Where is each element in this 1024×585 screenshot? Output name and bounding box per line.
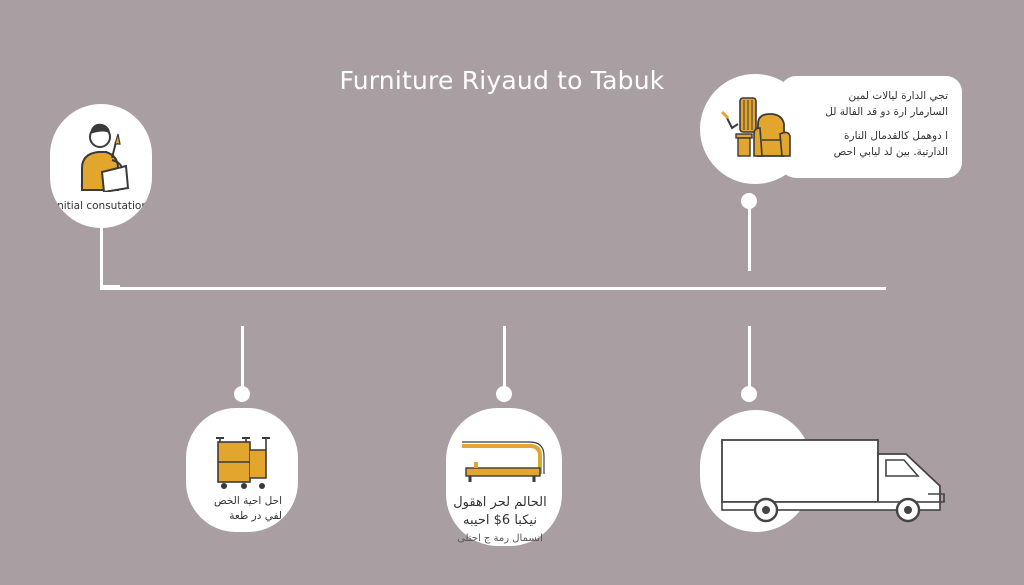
bench-text: الحالم لحر اهقول نيكبا 6$ احيبه انسمال ر… <box>440 494 560 548</box>
connector-bottom-1 <box>241 326 244 392</box>
connector-dot-top-right <box>741 193 757 209</box>
bench-icon <box>460 440 546 484</box>
person-writing-icon <box>72 112 132 192</box>
info-card-text: تجي الدارة ليالات لمين السارمار ارة دو ق… <box>800 88 948 160</box>
connector-dot-bottom-2 <box>496 386 512 402</box>
bench-line: الحالم لحر اهقول <box>453 495 547 510</box>
armchair-lamp-icon <box>718 94 794 164</box>
connector-dot-bottom-1 <box>234 386 250 402</box>
connector-left-vertical <box>100 226 103 288</box>
bench-line: انسمال رمة ج احتلى <box>457 533 543 544</box>
timeline-horizontal <box>100 287 886 290</box>
connector-bottom-3 <box>748 326 751 392</box>
step-label: Initial consutation <box>53 200 149 212</box>
info-line: الدارتية. بين لد ليابي احص <box>833 146 948 158</box>
step-info-card: تجي الدارة ليالات لمين السارمار ارة دو ق… <box>780 76 962 178</box>
step-initial-consultation: Initial consutation <box>50 104 152 228</box>
cart-line: احل احية الخص <box>214 495 282 507</box>
cart-trolley-icon <box>214 434 272 490</box>
info-line: تجي الدارة ليالات لمين <box>848 90 948 102</box>
connector-top-right <box>748 195 751 271</box>
cart-line: لفي در طعة <box>229 510 282 522</box>
info-line: ا دوهمل كالقدمال النارة <box>844 130 948 142</box>
connector-bottom-2 <box>503 326 506 392</box>
bench-line: نيكبا 6$ احيبه <box>463 513 537 528</box>
connector-left-corner <box>100 285 120 288</box>
step-bench <box>446 408 562 546</box>
step-armchair-circle <box>700 74 810 184</box>
cart-text: احل احية الخص لفي در طعة <box>192 494 282 524</box>
page-title: Furniture Riyaud to Tabuk <box>339 66 665 95</box>
connector-dot-bottom-3 <box>741 386 757 402</box>
step-cart: احل احية الخص لفي در طعة <box>186 408 298 532</box>
truck-icon <box>718 436 950 526</box>
info-line: السارمار ارة دو قد الفالة لل <box>825 106 948 118</box>
